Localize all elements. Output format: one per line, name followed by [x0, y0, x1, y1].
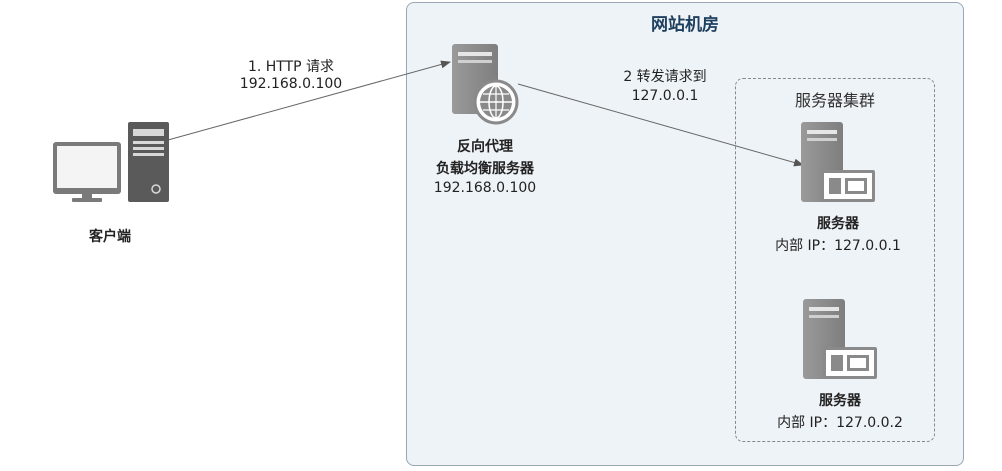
- proxy-name-line1: 反向代理: [457, 139, 513, 155]
- edge-1-label-line2: 192.168.0.100: [239, 76, 343, 92]
- server-1-ip: 内部 IP：127.0.0.1: [775, 238, 901, 254]
- edge-1-label-line1: 1. HTTP 请求: [247, 59, 335, 75]
- proxy-name-line2: 负载均衡服务器: [436, 161, 534, 177]
- arrow-proxy-to-server1: [517, 83, 804, 167]
- datacenter-container: [406, 2, 964, 466]
- server-2-ip: 内部 IP：127.0.0.2: [777, 415, 903, 431]
- server-2-name: 服务器: [819, 393, 861, 409]
- client-label: 客户端: [89, 229, 131, 245]
- server-cluster-container: [735, 78, 935, 442]
- edge-2-label-line1: 2 转发请求到: [623, 69, 707, 85]
- arrow-client-to-proxy: [167, 60, 451, 141]
- datacenter-title: 网站机房: [651, 15, 719, 35]
- server-1-name: 服务器: [817, 216, 859, 232]
- server-cluster-title: 服务器集群: [794, 91, 875, 110]
- client-computer-icon: [53, 122, 169, 202]
- server-2-icon: [803, 299, 877, 379]
- edge-2-label-line2: 127.0.0.1: [631, 88, 699, 104]
- server-1-icon: [801, 122, 875, 202]
- proxy-server-icon: [452, 44, 519, 125]
- proxy-ip: 192.168.0.100: [433, 180, 537, 196]
